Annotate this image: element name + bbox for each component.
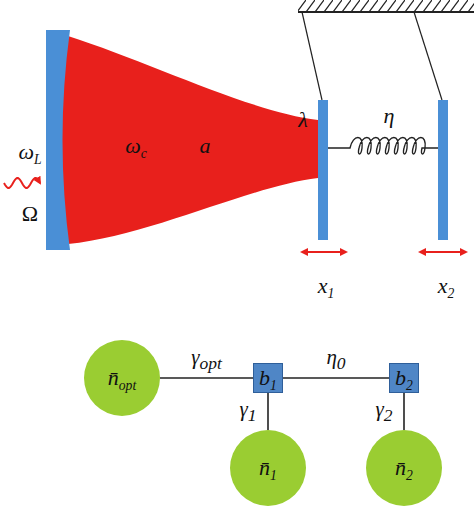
displacement-arrow	[302, 251, 346, 253]
node-text: b1	[259, 367, 277, 389]
rate-label: η0	[324, 347, 347, 373]
mirror-1	[318, 100, 328, 240]
coupling-label: η	[384, 105, 395, 127]
coupling-line	[403, 393, 405, 430]
node-text: b2	[395, 367, 413, 389]
subscript: c	[141, 146, 147, 161]
subscript: 2	[384, 405, 393, 425]
node-text: n̄2	[395, 457, 413, 479]
subscript: 2	[406, 378, 413, 393]
subscript: 1	[270, 468, 277, 483]
cavity-field	[62, 36, 319, 244]
mode-box: b1	[253, 363, 283, 393]
ground-line	[298, 11, 474, 13]
coupling-line	[160, 377, 253, 379]
coupling-line	[267, 393, 269, 430]
displacement-label: x1	[318, 275, 335, 297]
spring	[328, 138, 438, 155]
subscript: 1	[248, 405, 257, 425]
subscript: opt	[119, 378, 136, 393]
mode-label: a	[200, 135, 211, 157]
displacement-label: x2	[438, 275, 455, 297]
coupling-label: λ	[298, 109, 308, 131]
ground-hatch	[298, 0, 474, 12]
subscript: 2	[447, 286, 454, 301]
rate-label: γ1	[237, 399, 258, 425]
input-mirror	[46, 30, 70, 250]
subscript: 1	[327, 286, 334, 301]
mode-box: b2	[389, 363, 419, 393]
drive-wave	[4, 178, 40, 188]
rate-label: γ2	[373, 399, 394, 425]
displacement-arrow	[420, 251, 466, 253]
amplitude-label: Ω	[22, 203, 38, 225]
suspension-wire	[414, 12, 442, 100]
node-text: n̄1	[259, 457, 277, 479]
coupling-line	[283, 377, 389, 379]
subscript: opt	[199, 353, 221, 373]
frequency-label: ωc	[125, 135, 147, 157]
suspension-wire	[302, 12, 322, 100]
rate-label: γopt	[189, 347, 224, 373]
frequency-label: ωL	[18, 141, 41, 163]
subscript: 2	[406, 468, 413, 483]
bath-circle: n̄opt	[84, 340, 160, 416]
mirror-2	[438, 100, 448, 240]
bath-circle: n̄1	[230, 430, 306, 506]
subscript: L	[34, 152, 42, 167]
subscript: 1	[270, 378, 277, 393]
subscript: 0	[337, 353, 346, 373]
bath-circle: n̄2	[366, 430, 442, 506]
node-text: n̄opt	[108, 367, 136, 389]
